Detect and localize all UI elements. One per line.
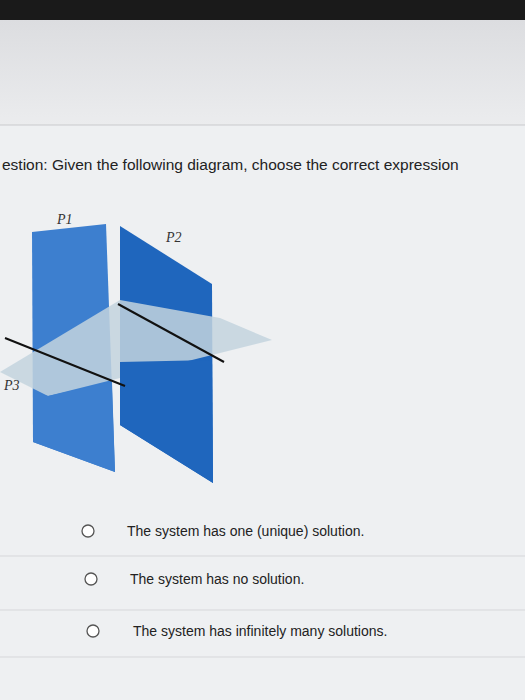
screen-top [0,0,525,20]
question-title: estion: Given the following diagram, cho… [2,156,459,174]
plane-label: P2 [166,230,182,246]
separator [0,556,525,557]
header-rule [0,125,525,126]
plane-p2-lower [120,360,213,483]
plane-label: P1 [57,212,73,228]
option-text: The system has one (unique) solution. [127,523,364,539]
radio-button [82,525,94,537]
option-text: The system has infinitely many solutions… [133,623,387,639]
plane-p1-lower [33,382,115,472]
option-text: The system has no solution. [130,571,304,587]
radio-button [87,625,99,637]
header-band [0,20,525,125]
radio-button [85,573,97,585]
intersection-line [5,338,125,386]
separator [0,657,525,658]
plane-label: P3 [4,378,20,394]
separator [0,610,525,611]
intersection-line [118,304,224,362]
